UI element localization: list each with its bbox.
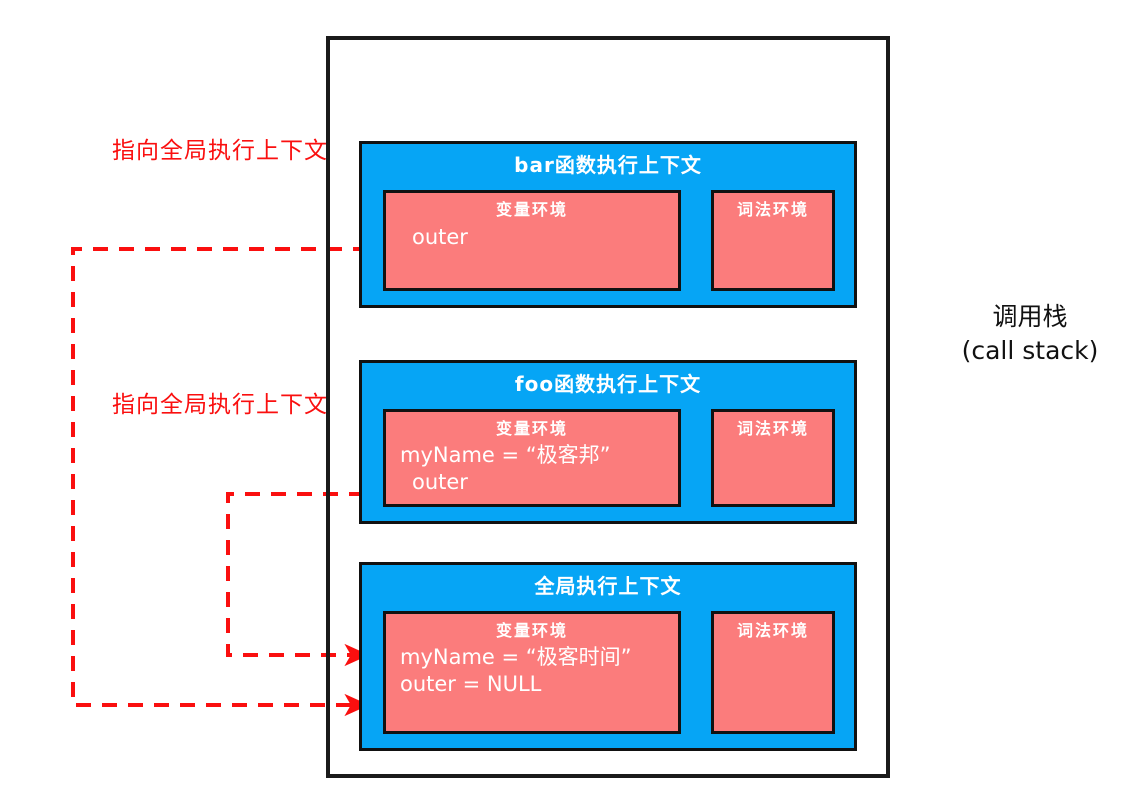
context-title: bar函数执行上下文 bbox=[514, 153, 702, 177]
variable-environment-entries: myName = “极客时间” outer = NULL bbox=[386, 644, 678, 699]
lexical-environment-title: 词法环境 bbox=[736, 419, 809, 438]
variable-environment-box[interactable]: 变量环境 myName = “极客时间” outer = NULL bbox=[383, 611, 681, 734]
execution-context-global[interactable]: 全局执行上下文 变量环境 myName = “极客时间” outer = NUL… bbox=[359, 562, 857, 751]
context-title: 全局执行上下文 bbox=[534, 574, 682, 598]
variable-environment-box[interactable]: 变量环境 outer bbox=[383, 190, 681, 291]
call-stack-caption: 调用栈 (call stack) bbox=[930, 300, 1130, 367]
lexical-environment-title: 词法环境 bbox=[736, 200, 809, 219]
annotation-label-foo-outer: 指向全局执行上下文 bbox=[112, 392, 328, 418]
lexical-environment-box[interactable]: 词法环境 bbox=[711, 611, 835, 734]
annotation-label-bar-outer: 指向全局执行上下文 bbox=[112, 138, 328, 164]
variable-environment-title: 变量环境 bbox=[495, 419, 568, 438]
variable-entry: outer bbox=[412, 224, 468, 249]
variable-entry: myName = “极客邦” bbox=[400, 442, 611, 467]
lexical-environment-box[interactable]: 词法环境 bbox=[711, 190, 835, 291]
environment-row: 变量环境 outer 词法环境 bbox=[383, 190, 835, 291]
execution-context-foo[interactable]: foo函数执行上下文 变量环境 myName = “极客邦” outer 词法环… bbox=[359, 360, 857, 524]
environment-row: 变量环境 myName = “极客邦” outer 词法环境 bbox=[383, 409, 835, 507]
variable-environment-title: 变量环境 bbox=[495, 200, 568, 219]
variable-entry: myName = “极客时间” bbox=[400, 644, 632, 669]
variable-environment-entries: outer bbox=[386, 223, 678, 252]
variable-environment-entries: myName = “极客邦” outer bbox=[386, 442, 678, 497]
caption-line-2: (call stack) bbox=[961, 335, 1099, 365]
variable-environment-box[interactable]: 变量环境 myName = “极客邦” outer bbox=[383, 409, 681, 507]
lexical-environment-title: 词法环境 bbox=[736, 621, 809, 640]
execution-context-bar[interactable]: bar函数执行上下文 变量环境 outer 词法环境 bbox=[359, 141, 857, 308]
variable-environment-title: 变量环境 bbox=[495, 621, 568, 640]
caption-line-1: 调用栈 bbox=[992, 302, 1068, 331]
environment-row: 变量环境 myName = “极客时间” outer = NULL 词法环境 bbox=[383, 611, 835, 734]
call-stack-frame bbox=[326, 36, 890, 778]
variable-entry: outer = NULL bbox=[400, 672, 542, 697]
context-title: foo函数执行上下文 bbox=[514, 372, 702, 396]
variable-entry: outer bbox=[412, 470, 468, 495]
lexical-environment-box[interactable]: 词法环境 bbox=[711, 409, 835, 507]
